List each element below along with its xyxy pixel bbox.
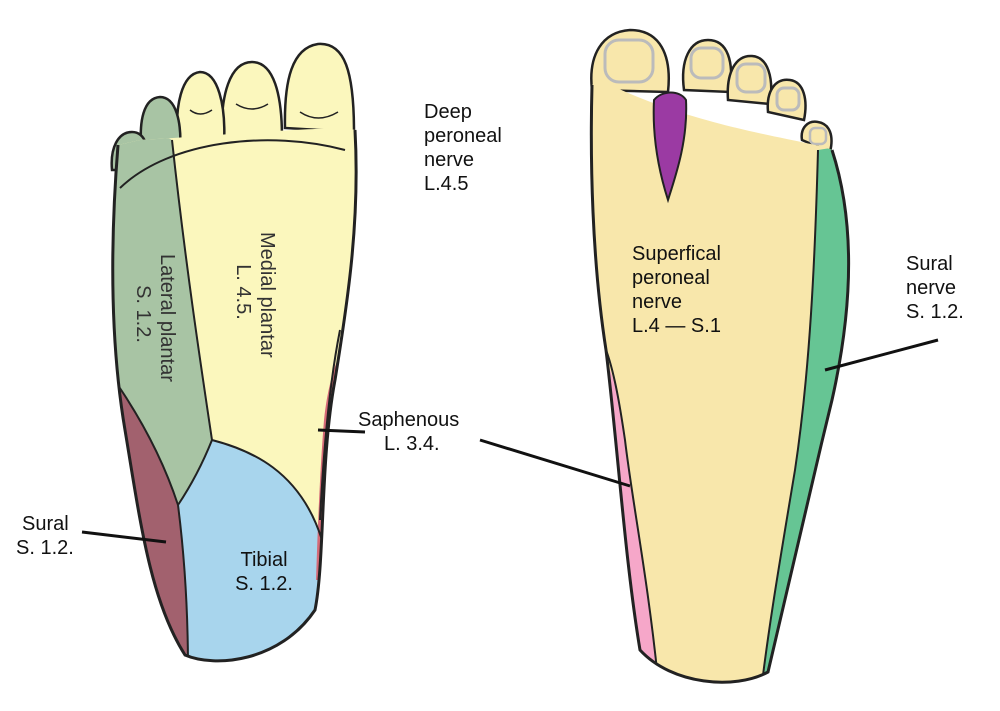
lateral-plantar-name: Lateral plantar — [156, 254, 178, 382]
sural-leader-line-right — [824, 338, 939, 372]
deep-peroneal-region — [652, 91, 688, 204]
saphenous-leader-line-right — [479, 438, 631, 488]
tibial-label: Tibial S. 1.2. — [230, 548, 298, 596]
sural-label-plantar: Sural S. 1.2. — [16, 512, 74, 560]
toenail — [603, 38, 655, 84]
saphenous-leader-line-left — [317, 428, 366, 434]
toe-crease — [189, 109, 213, 115]
superficial-peroneal-name-line: nerve — [632, 291, 683, 313]
deep-peroneal-name-line: peroneal — [424, 125, 502, 147]
ball-of-foot-arc — [119, 139, 346, 189]
lateral-plantar-label: Lateral plantar S. 1.2. — [131, 254, 179, 382]
deep-peroneal-root: L.4.5 — [424, 173, 469, 195]
toe-crease — [299, 111, 339, 119]
saphenous-name: Saphenous — [358, 409, 460, 431]
sural-name-plantar: Sural — [22, 513, 69, 535]
saphenous-label: Saphenous L. 3.4. — [358, 408, 459, 456]
sural-root-dorsal: S. 1.2. — [906, 301, 964, 323]
plantar-foot — [81, 42, 366, 663]
saphenous-root: L. 3.4. — [384, 433, 440, 455]
toenail — [735, 62, 767, 94]
plantar-outline — [111, 129, 358, 663]
plantar-toe-big — [283, 42, 356, 134]
tibial-region — [170, 440, 322, 661]
sural-label-dorsal: Sural nerve S. 1.2. — [906, 252, 964, 324]
lateral-plantar-root: S. 1.2. — [132, 285, 154, 343]
superficial-peroneal-name-line: peroneal — [632, 267, 710, 289]
sural-name-line-dorsal: Sural — [906, 253, 953, 275]
dorsal-outline — [589, 84, 851, 684]
sural-leader-line-left — [81, 530, 167, 544]
sural-name-line-dorsal: nerve — [906, 277, 957, 299]
medial-plantar-label: Medial plantar L. 4.5. — [231, 232, 279, 358]
sural-root-plantar: S. 1.2. — [16, 537, 74, 559]
toenail — [775, 86, 801, 112]
toenail — [808, 126, 828, 146]
lateral-plantar-region — [112, 128, 212, 505]
tibial-root: S. 1.2. — [235, 573, 293, 595]
medial-plantar-name: Medial plantar — [256, 232, 278, 358]
superficial-peroneal-name-line: Superfical — [632, 243, 721, 265]
sural-region-dorsal — [760, 140, 849, 683]
superficial-peroneal-label: Superfical peroneal nerve L.4 — S.1 — [632, 242, 721, 338]
superficial-peroneal-root: L.4 — S.1 — [632, 315, 721, 337]
toenail — [689, 46, 725, 80]
tibial-name: Tibial — [240, 549, 288, 571]
plantar-toe-2 — [220, 60, 284, 142]
deep-peroneal-name-line: nerve — [424, 149, 475, 171]
deep-peroneal-name-line: Deep — [424, 101, 472, 123]
deep-peroneal-label: Deep peroneal nerve L.4.5 — [424, 100, 502, 196]
dorsal-foot — [479, 28, 939, 684]
plantar-toe-3 — [175, 70, 226, 148]
toe-crease — [235, 103, 269, 110]
medial-plantar-root: L. 4.5. — [232, 264, 254, 320]
